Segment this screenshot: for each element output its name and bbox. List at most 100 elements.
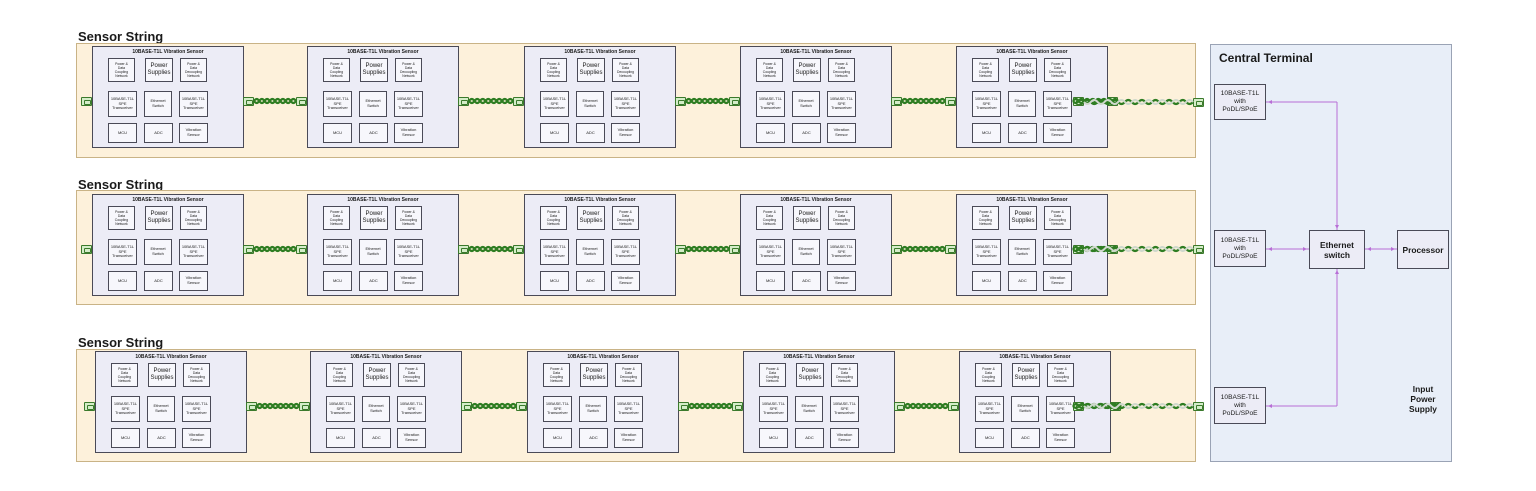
sensor-title: 10BASE-T1L Vibration Sensor — [996, 49, 1068, 55]
block-adc: ADC — [359, 123, 388, 143]
block-mcu: MCU — [108, 271, 137, 291]
twisted-pair-cable — [253, 245, 297, 253]
block-vibration-sensor: Vibration Sensor — [614, 428, 643, 448]
terminal-phy-2: 10BASE-T1L with PoDL/SPoE — [1214, 230, 1266, 267]
link-phy1-switch — [1266, 100, 1337, 104]
block-adc: ADC — [792, 123, 821, 143]
block-mcu: MCU — [972, 271, 1001, 291]
twisted-pair-cable — [253, 97, 297, 105]
block-power-decoupling: Power & Data Decoupling Network — [612, 206, 639, 230]
block-vibration-sensor: Vibration Sensor — [1043, 123, 1072, 143]
block-ethernet-switch: Ethernet Switch — [792, 91, 820, 117]
sensor-title: 10BASE-T1L Vibration Sensor — [132, 49, 204, 55]
block-transceiver-left: 10BASE-T1L SPE Transceiver — [323, 91, 352, 117]
link-phy2-switch — [1266, 247, 1309, 251]
block-transceiver-right: 10BASE-T1L SPE Transceiver — [614, 396, 643, 422]
block-transceiver-left: 10BASE-T1L SPE Transceiver — [323, 239, 352, 265]
block-power-supplies: Power Supplies — [796, 363, 824, 387]
sensor-title: 10BASE-T1L Vibration Sensor — [132, 197, 204, 203]
block-power-decoupling: Power & Data Decoupling Network — [615, 363, 642, 387]
block-power-supplies: Power Supplies — [145, 58, 173, 82]
block-adc: ADC — [362, 428, 391, 448]
block-power-decoupling: Power & Data Decoupling Network — [398, 363, 425, 387]
block-transceiver-left: 10BASE-T1L SPE Transceiver — [108, 239, 137, 265]
block-vibration-sensor: Vibration Sensor — [827, 271, 856, 291]
block-mcu: MCU — [975, 428, 1004, 448]
block-power-coupling: Power & Data Coupling Network — [540, 58, 567, 82]
block-power-coupling: Power & Data Coupling Network — [326, 363, 353, 387]
block-power-supplies: Power Supplies — [793, 206, 821, 230]
twisted-pair-cable — [901, 245, 946, 253]
block-power-coupling: Power & Data Coupling Network — [756, 206, 783, 230]
cable-connector — [81, 245, 92, 254]
block-power-supplies: Power Supplies — [360, 58, 388, 82]
sensor-string-title-2: Sensor String — [78, 177, 164, 192]
block-ethernet-switch: Ethernet Switch — [359, 239, 387, 265]
block-ethernet-switch: Ethernet Switch — [359, 91, 387, 117]
sensor-title: 10BASE-T1L Vibration Sensor — [996, 197, 1068, 203]
sensor-string-title-3: Sensor String — [78, 335, 164, 350]
block-power-decoupling: Power & Data Decoupling Network — [183, 363, 210, 387]
block-power-supplies: Power Supplies — [793, 58, 821, 82]
block-power-coupling: Power & Data Coupling Network — [972, 58, 999, 82]
block-power-supplies: Power Supplies — [580, 363, 608, 387]
block-vibration-sensor: Vibration Sensor — [611, 123, 640, 143]
block-ethernet-switch: Ethernet Switch — [576, 239, 604, 265]
block-power-supplies: Power Supplies — [145, 206, 173, 230]
link-switch-processor — [1365, 247, 1397, 251]
link-phy3-switch — [1266, 404, 1337, 408]
terminal-phy-1: 10BASE-T1L with PoDL/SPoE — [1214, 84, 1266, 120]
block-power-supplies: Power Supplies — [1009, 58, 1037, 82]
twisted-pair-cable — [901, 97, 946, 105]
terminal-phy-3: 10BASE-T1L with PoDL/SPoE — [1214, 387, 1266, 424]
block-power-coupling: Power & Data Coupling Network — [111, 363, 138, 387]
twisted-pair-cable — [1083, 98, 1194, 106]
link-phy1-switch-vertical — [1335, 102, 1339, 230]
block-adc: ADC — [576, 271, 605, 291]
block-power-supplies: Power Supplies — [360, 206, 388, 230]
block-ethernet-switch: Ethernet Switch — [1011, 396, 1039, 422]
block-vibration-sensor: Vibration Sensor — [1046, 428, 1075, 448]
block-mcu: MCU — [323, 271, 352, 291]
block-ethernet-switch: Ethernet Switch — [362, 396, 390, 422]
block-transceiver-left: 10BASE-T1L SPE Transceiver — [972, 91, 1001, 117]
sensor-title: 10BASE-T1L Vibration Sensor — [999, 354, 1071, 360]
block-power-decoupling: Power & Data Decoupling Network — [395, 206, 422, 230]
block-transceiver-right: 10BASE-T1L SPE Transceiver — [394, 91, 423, 117]
block-power-coupling: Power & Data Coupling Network — [759, 363, 786, 387]
block-mcu: MCU — [111, 428, 140, 448]
link-phy3-switch-vertical — [1335, 269, 1339, 406]
block-power-decoupling: Power & Data Decoupling Network — [180, 206, 207, 230]
block-adc: ADC — [144, 123, 173, 143]
block-transceiver-left: 10BASE-T1L SPE Transceiver — [111, 396, 140, 422]
twisted-pair-cable — [468, 97, 514, 105]
block-adc: ADC — [792, 271, 821, 291]
central-terminal-title: Central Terminal — [1219, 51, 1313, 65]
cable-connector — [84, 402, 95, 411]
block-transceiver-right: 10BASE-T1L SPE Transceiver — [827, 91, 856, 117]
block-power-coupling: Power & Data Coupling Network — [540, 206, 567, 230]
sensor-title: 10BASE-T1L Vibration Sensor — [564, 49, 636, 55]
block-power-decoupling: Power & Data Decoupling Network — [395, 58, 422, 82]
block-vibration-sensor: Vibration Sensor — [827, 123, 856, 143]
sensor-string-title-1: Sensor String — [78, 29, 164, 44]
twisted-pair-cable — [685, 97, 730, 105]
block-mcu: MCU — [972, 123, 1001, 143]
block-power-coupling: Power & Data Coupling Network — [108, 206, 135, 230]
block-transceiver-right: 10BASE-T1L SPE Transceiver — [397, 396, 426, 422]
sensor-title: 10BASE-T1L Vibration Sensor — [780, 197, 852, 203]
block-adc: ADC — [359, 271, 388, 291]
block-adc: ADC — [1008, 271, 1037, 291]
block-ethernet-switch: Ethernet Switch — [144, 91, 172, 117]
sensor-title: 10BASE-T1L Vibration Sensor — [347, 49, 419, 55]
block-mcu: MCU — [108, 123, 137, 143]
